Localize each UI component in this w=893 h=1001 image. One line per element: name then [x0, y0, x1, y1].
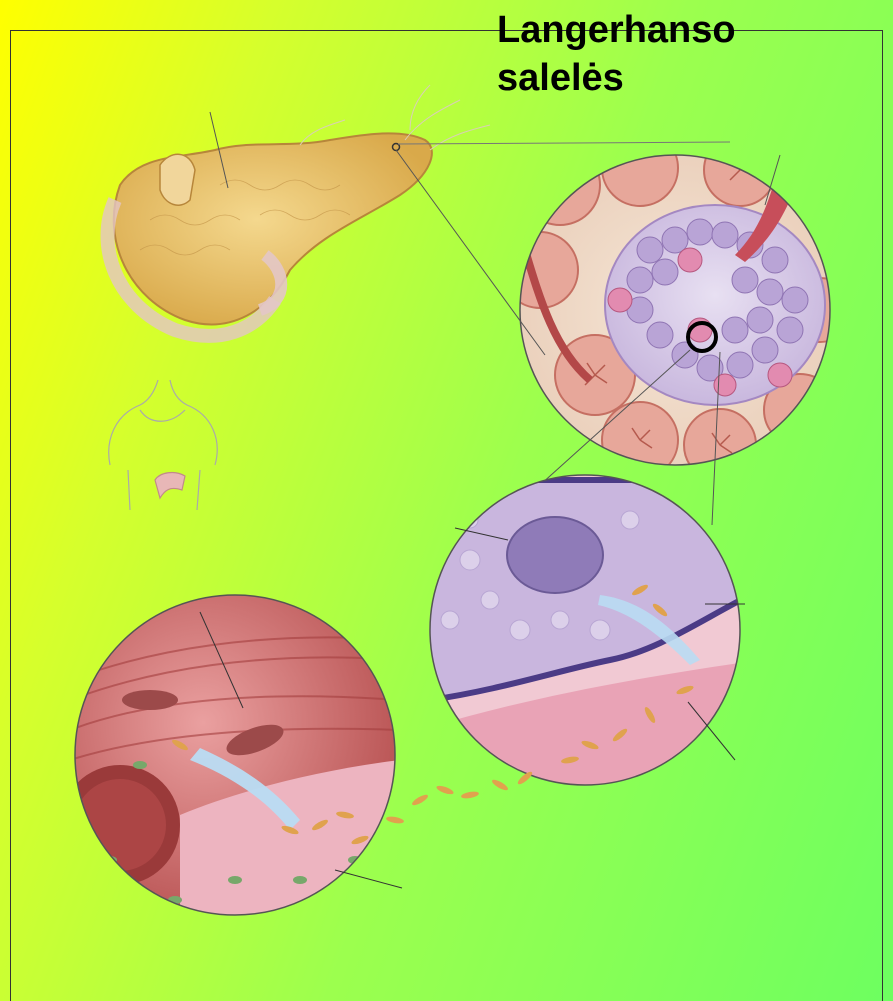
muscle-tissue-insulin-uptake [60, 595, 402, 920]
insulin-molecules [386, 770, 534, 825]
islet-of-langerhans-magnified [396, 130, 852, 525]
beta-cell-insulin-release [420, 475, 760, 790]
torso-outline-icon [109, 380, 217, 510]
slide-title: Langerhanso salelės [497, 6, 797, 102]
